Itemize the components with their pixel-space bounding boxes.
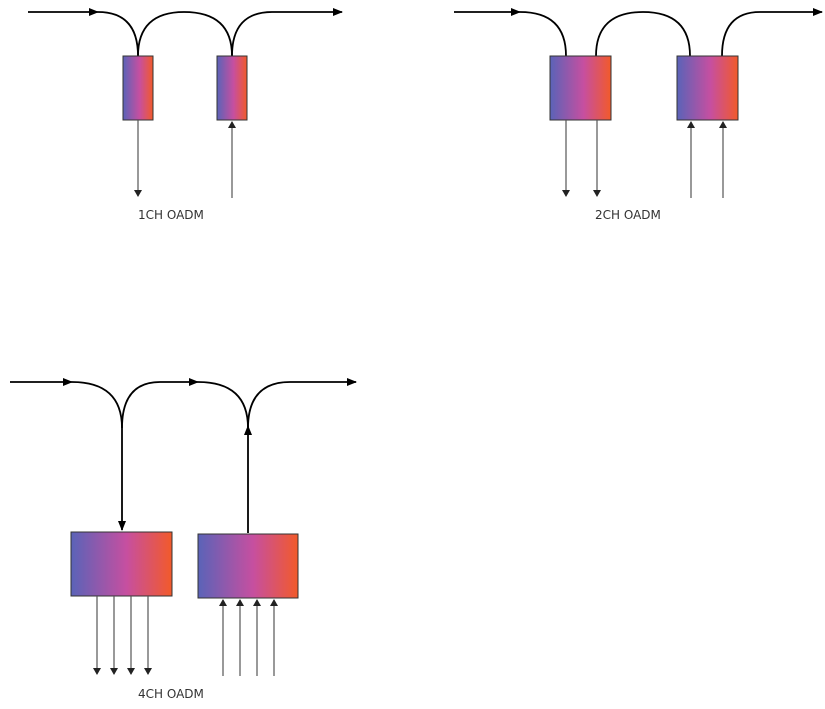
through-path (137, 11, 233, 57)
diagram-label: 1CH OADM (138, 208, 204, 222)
output-arrow (721, 8, 823, 57)
filter-drop-box (70, 531, 173, 597)
filter-add-box (216, 55, 248, 121)
filter-drop-box (549, 55, 612, 121)
oadm-2ch: 2CH OADM (454, 8, 823, 222)
oadm-4ch: 4CH OADM (10, 378, 357, 701)
through-path (71, 381, 123, 429)
diagram-label: 4CH OADM (138, 687, 204, 701)
through-path (97, 11, 139, 57)
filter-add-box (197, 533, 299, 599)
through-path (595, 11, 691, 57)
output-arrow (247, 378, 357, 429)
diagram-label: 2CH OADM (595, 208, 661, 222)
through-path (197, 381, 249, 429)
through-arrow (121, 378, 199, 429)
filter-drop-box (122, 55, 154, 121)
filter-add-box (676, 55, 739, 121)
through-path (519, 11, 567, 57)
output-arrow (231, 8, 343, 57)
oadm-1ch: 1CH OADM (28, 8, 343, 222)
